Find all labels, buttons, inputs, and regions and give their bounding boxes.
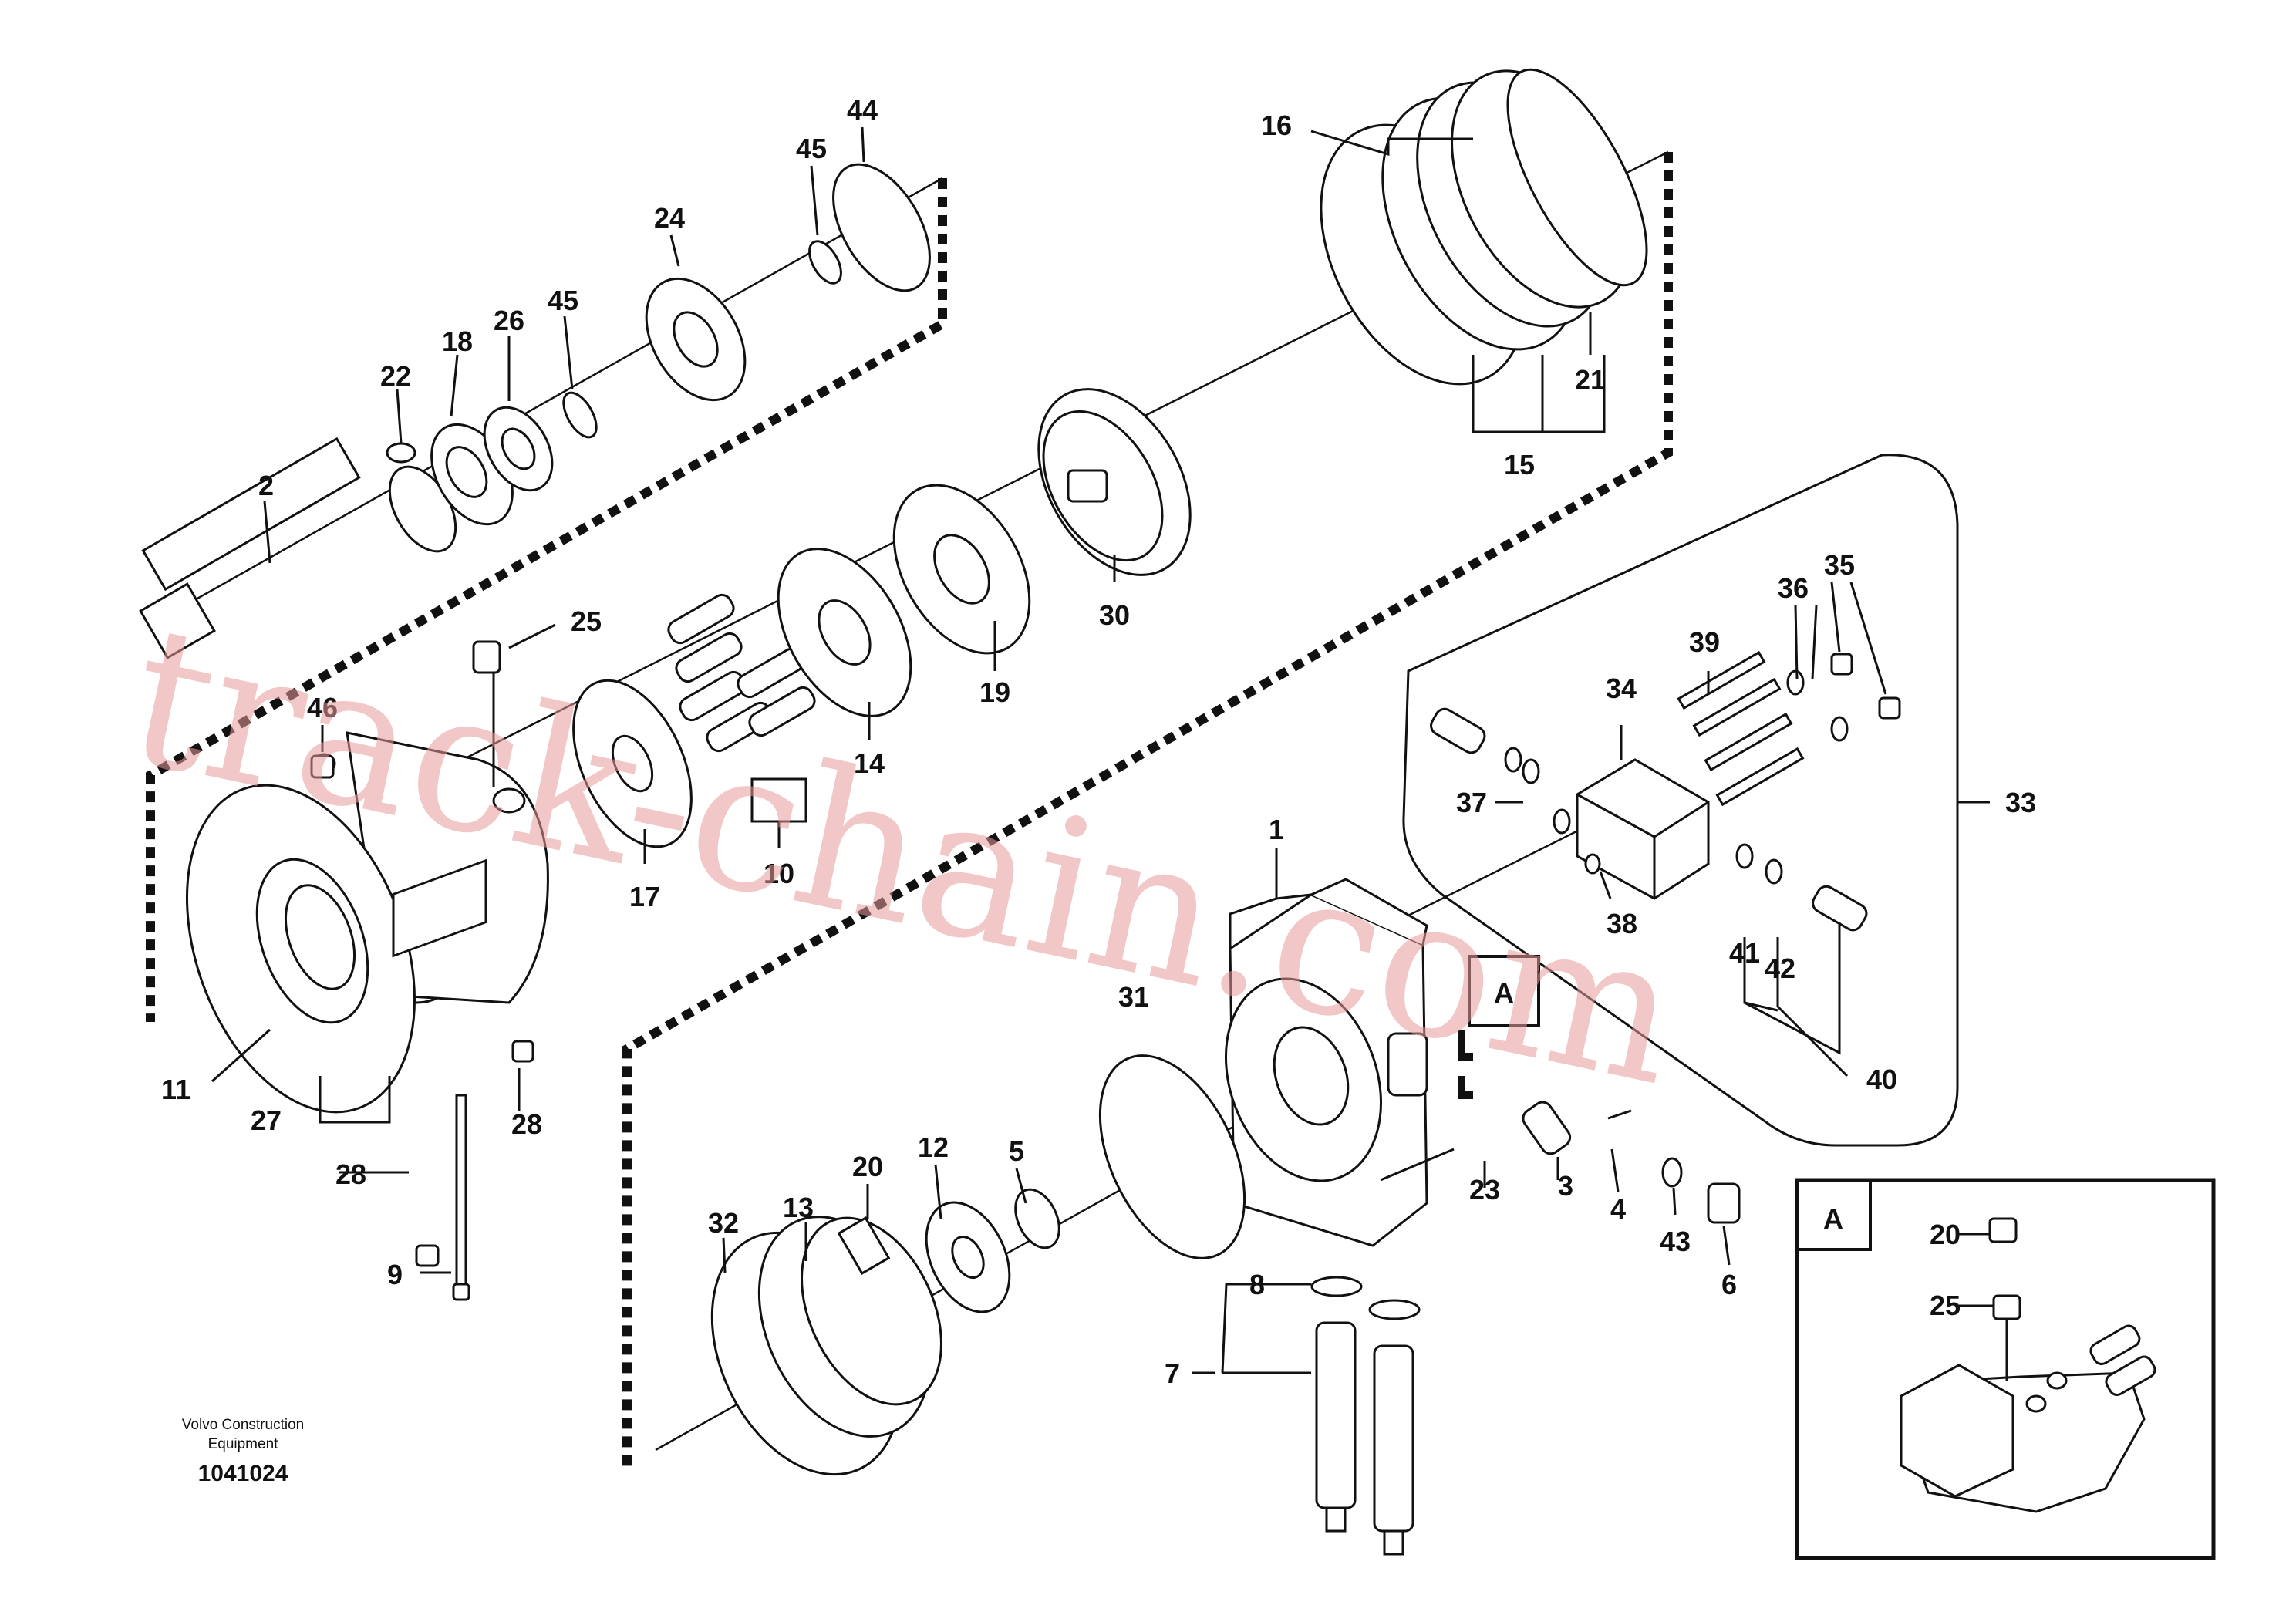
label-26: 26: [494, 305, 524, 336]
label-27: 27: [251, 1104, 282, 1136]
section-brackets: [146, 152, 1673, 1469]
label-7: 7: [1165, 1357, 1180, 1389]
label-11: 11: [161, 1074, 190, 1105]
brand-line-1: Volvo Construction: [182, 1417, 304, 1433]
drawing-number: 1041024: [198, 1461, 288, 1486]
group-33-outline: [1402, 454, 1959, 1147]
label-4: 4: [1610, 1193, 1626, 1225]
label-8: 8: [1249, 1269, 1265, 1300]
shaft-part-2: [139, 437, 361, 659]
front-seal-parts: [710, 1054, 1246, 1476]
label-17: 17: [629, 881, 660, 912]
label-34: 34: [1606, 673, 1637, 704]
label-45b: 45: [796, 133, 827, 164]
label-28b: 28: [335, 1158, 366, 1190]
label-24: 24: [654, 202, 685, 234]
valve-body-part-1: [1224, 878, 1428, 1247]
label-13: 13: [783, 1192, 814, 1223]
label-14: 14: [854, 747, 885, 779]
detail-callout-a: A: [1458, 955, 1540, 1099]
label-33: 33: [2005, 787, 2036, 818]
label-inset-25: 25: [1930, 1290, 1961, 1321]
brand-line-2: Equipment: [208, 1436, 279, 1452]
label-20: 20: [852, 1151, 883, 1182]
label-32: 32: [708, 1207, 739, 1239]
motor-housing-part-11: [186, 731, 549, 1114]
label-25: 25: [571, 605, 602, 637]
label-5: 5: [1009, 1135, 1024, 1167]
label-19: 19: [979, 676, 1010, 708]
svg-text:A: A: [1823, 1203, 1843, 1235]
label-42: 42: [1765, 953, 1795, 984]
label-30: 30: [1099, 599, 1130, 631]
label-10: 10: [764, 858, 794, 889]
label-21: 21: [1575, 364, 1606, 396]
small-fasteners-left: [310, 640, 534, 1301]
label-46: 46: [307, 692, 338, 723]
label-3: 3: [1558, 1170, 1573, 1202]
part-labels: 2 22 18 26 45 24 45 44 16 21 15 30 19 14…: [161, 94, 2036, 1389]
label-2: 2: [258, 470, 274, 501]
valve-block-group-33: [1430, 650, 1901, 932]
label-37: 37: [1456, 787, 1487, 818]
label-38: 38: [1607, 908, 1637, 939]
label-12: 12: [918, 1131, 949, 1163]
drawing-footer: Volvo Construction Equipment 1041024: [182, 1417, 304, 1486]
pistons-part-10: [667, 593, 816, 823]
label-39: 39: [1689, 626, 1720, 658]
label-inset-20: 20: [1930, 1219, 1961, 1250]
label-6: 6: [1721, 1269, 1737, 1300]
label-15: 15: [1504, 449, 1535, 481]
label-28a: 28: [511, 1108, 542, 1140]
label-9: 9: [387, 1259, 403, 1290]
relief-valve-parts: [1310, 1101, 1741, 1556]
label-1: 1: [1269, 814, 1284, 845]
label-18: 18: [442, 325, 473, 357]
label-41: 41: [1729, 937, 1760, 969]
label-31: 31: [1118, 981, 1149, 1013]
label-35: 35: [1824, 549, 1855, 581]
label-36: 36: [1778, 572, 1809, 604]
label-40: 40: [1866, 1064, 1897, 1095]
leader-lines: [211, 126, 1990, 1374]
label-45a: 45: [548, 285, 578, 316]
label-16: 16: [1261, 110, 1292, 141]
label-44: 44: [847, 94, 878, 126]
rotating-group-parts: [572, 388, 1192, 848]
label-43: 43: [1660, 1226, 1691, 1257]
bearing-ring-parts: [386, 163, 931, 553]
svg-text:A: A: [1494, 977, 1514, 1009]
brake-plates-parts: [1320, 68, 1648, 386]
detail-inset-a: A: [1795, 1178, 2216, 1560]
label-22: 22: [380, 360, 411, 392]
label-23: 23: [1469, 1174, 1500, 1206]
